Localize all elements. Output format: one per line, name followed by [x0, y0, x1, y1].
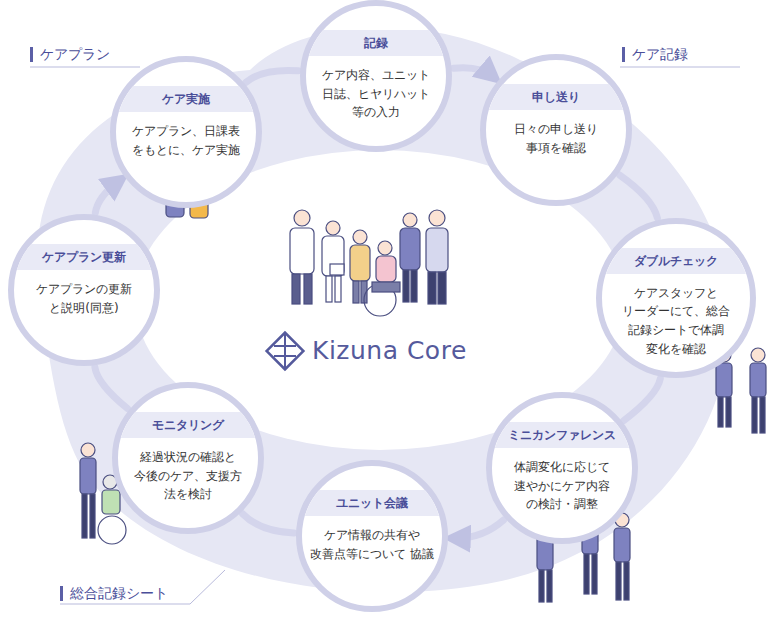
step-circle: ミニカンファレンス体調変化に応じて 速やかにケア内容 の検討・調整	[486, 392, 638, 544]
step-circle: ケアプラン更新ケアプランの更新 と説明(同意)	[8, 214, 160, 366]
step-title: ダブルチェック	[602, 248, 750, 274]
step-title: 記録	[306, 30, 446, 56]
step-text: ケアスタッフと リーダーにて、総合 記録シートで体調 変化を確認	[614, 284, 738, 358]
section-rule	[60, 604, 190, 605]
step-title: ミニカンファレンス	[492, 422, 632, 448]
section-rule	[190, 570, 225, 604]
brand-name: Kizuna Core	[312, 336, 467, 365]
section-label: ケアプラン	[30, 47, 114, 62]
cycle-arrow	[243, 514, 295, 533]
step-circle: 記録ケア内容、ユニット 日誌、ヒヤリハット 等の入力	[300, 0, 452, 152]
cycle-arrow	[246, 71, 298, 83]
section-rule	[620, 67, 740, 68]
people-illustration	[290, 210, 448, 316]
step-text: ケアプラン、日課表 をもとに、ケア実施	[124, 122, 248, 159]
step-text: ケア情報の共有や 改善点等について 協議	[310, 526, 434, 563]
cycle-arrow	[454, 68, 494, 77]
step-circle: ダブルチェックケアスタッフと リーダーにて、総合 記録シートで体調 変化を確認	[596, 218, 756, 378]
step-title: ケア実施	[116, 86, 256, 112]
step-title: モニタリング	[118, 412, 258, 438]
cycle-arrow	[620, 175, 658, 218]
step-text: ケアプランの更新 と説明(同意)	[22, 280, 146, 317]
cycle-arrow	[95, 180, 119, 212]
step-circle: 申し送り日々の申し送り 事項を確認	[480, 54, 632, 206]
cycle-arrow	[454, 520, 504, 538]
step-title: ケアプラン更新	[14, 244, 154, 270]
step-text: 経過状況の確認と 今後のケア、支援方 法を検討	[126, 448, 250, 504]
logo-mark	[267, 333, 304, 370]
section-label: 総合記録シート	[60, 586, 172, 601]
section-rule	[30, 67, 140, 68]
step-circle: ユニット会議ケア情報の共有や 改善点等について 協議	[296, 460, 448, 612]
cycle-arrow	[624, 379, 660, 421]
step-text: 体調変化に応じて 速やかにケア内容 の検討・調整	[500, 458, 624, 514]
step-title: 申し送り	[486, 84, 626, 110]
step-text: ケア内容、ユニット 日誌、ヒヤリハット 等の入力	[314, 66, 438, 122]
step-text: 日々の申し送り 事項を確認	[494, 120, 618, 157]
step-circle: ケア実施ケアプラン、日課表 をもとに、ケア実施	[110, 56, 262, 208]
step-title: ユニット会議	[302, 490, 442, 516]
section-label: ケア記録	[622, 47, 692, 62]
cycle-arrow	[95, 367, 128, 408]
step-circle: モニタリング経過状況の確認と 今後のケア、支援方 法を検討	[112, 382, 264, 534]
